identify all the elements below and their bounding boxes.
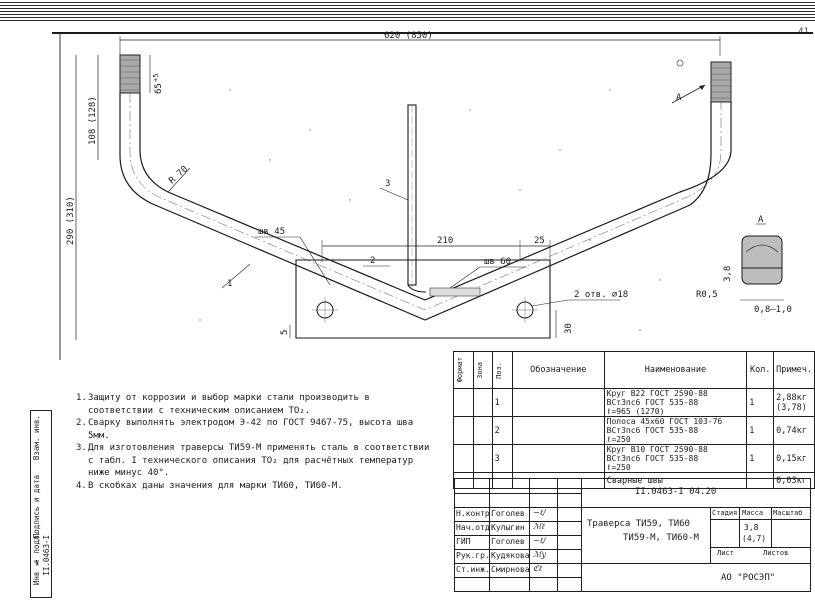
position-label-2: 2: [370, 256, 375, 266]
signature: ~ℓ/: [533, 536, 546, 545]
signature: ~ℓ/: [533, 508, 546, 517]
spec-qty: 1: [746, 388, 775, 417]
sidebar-value: II.0463-I: [42, 535, 51, 576]
tb-role: Н.контр.: [456, 509, 495, 518]
mass-label: Масса: [742, 509, 764, 517]
technical-notes: 1.Защиту от коррозии и выбор марки стали…: [76, 392, 432, 492]
weld-callout-60: шв 60: [484, 257, 511, 267]
rod-outer-outline: [119, 93, 712, 321]
dim-section-height: 3,8: [723, 266, 733, 282]
sidebar-label: Инв № подл.: [32, 531, 41, 586]
spec-header-row: Формат Зона Поз. Обозначение Наименовани…: [452, 351, 815, 389]
dim-height-total: 290 (310): [66, 196, 76, 245]
dim-plate-length: 210: [437, 236, 453, 246]
dim-radius: R 70: [167, 164, 190, 186]
spec-note: 0,15кг: [773, 444, 815, 473]
spec-qty: 1: [746, 416, 775, 445]
signature: ℭℓ: [533, 564, 542, 573]
spec-qty: 1: [746, 444, 775, 473]
tb-role: Рук.гр.: [456, 551, 490, 560]
mass-alt-value: (4,7): [742, 534, 767, 543]
tb-name: Кудякова: [491, 551, 530, 560]
plate-pos2: [295, 259, 551, 339]
tb-name: Кулыгин: [491, 523, 525, 532]
thread-hatch-right: [711, 67, 731, 99]
mass-value: 3,8: [744, 523, 759, 532]
doc-title-line2: ТИ59-М, ТИ60-М: [623, 533, 699, 543]
spec-welds-name: Сварные швы: [603, 472, 748, 489]
dim-thread-length: 65: [154, 83, 164, 94]
sheet-label: Лист: [717, 549, 734, 557]
spec-col-name: Наименование: [603, 351, 748, 389]
spec-col-designation: Обозначение: [511, 351, 605, 389]
spec-col-note: Примеч.: [773, 351, 815, 389]
sidebar-label: Подпись и дата: [32, 475, 41, 539]
note-item: 2.Сварку выполнять электродом Э-42 по ГО…: [76, 418, 414, 441]
tb-name: Гоголев: [491, 509, 525, 518]
scan-noise: [199, 89, 661, 331]
spec-col-zone: Зона: [473, 351, 493, 389]
scale-label: Масштаб: [773, 509, 803, 517]
position-label-1: 1: [227, 279, 232, 289]
note-item: 3.Для изготовления траверсы ТИ59-М приме…: [76, 443, 430, 478]
spec-note: 2,88кг (3,78): [773, 388, 815, 417]
spec-col-pos: Поз.: [491, 351, 513, 389]
dim-section-radius: R0,5: [696, 290, 718, 300]
spec-pos: 1: [491, 388, 513, 417]
spec-col-qty: Кол.: [746, 351, 775, 389]
tb-role: Нач.отд.: [456, 523, 495, 532]
spec-note: 0,74кг: [773, 416, 815, 445]
note-item: 1.Защиту от коррозии и выбор марки стали…: [76, 393, 370, 416]
spec-col-format: Формат: [452, 351, 475, 389]
position-label-3: 3: [385, 179, 390, 189]
dim-overall-width: 620 (850): [384, 31, 433, 41]
doc-title-line1: Траверса ТИ59, ТИ60: [587, 519, 690, 529]
table-row: Сварные швы 0,03кг: [452, 472, 815, 489]
dim-section-thickness: 0,8–1,0: [754, 305, 792, 315]
sheets-label: Листов: [763, 549, 789, 557]
tb-name: Гоголев: [491, 537, 525, 546]
binding-sidebar: Взам. инв. Подпись и дата Инв № подл. II…: [30, 410, 52, 598]
dim-holes: 2 отв. ⌀18: [574, 290, 628, 300]
doc-code: II.0463-I 04.20: [635, 487, 717, 497]
title-block: II.0463-I 04.20 Н.контр. Гоголев Нач.отд…: [454, 478, 811, 592]
dim-plate-offset: 25: [534, 236, 545, 246]
dim-thread-tolerance: +5: [152, 74, 160, 82]
spec-welds-note: 0,03кг: [773, 472, 815, 489]
section-a-profile: [740, 235, 784, 301]
specification-table: Формат Зона Поз. Обозначение Наименовани…: [452, 351, 815, 489]
tb-name: Смирнова: [491, 565, 530, 574]
rod-inner-outline: [139, 93, 732, 301]
dim-plate-height: 30: [564, 323, 574, 334]
signature: ℳy: [533, 550, 547, 559]
thread-left: [119, 54, 141, 94]
stage-label: Стадия: [712, 509, 738, 517]
weld-callout-45: шв 45: [258, 227, 285, 237]
view-marker-a: А: [676, 93, 682, 103]
dim-plate-gap: 5: [280, 330, 290, 335]
signature: ℳℓ: [533, 522, 545, 531]
tb-role: ГИП: [456, 537, 471, 546]
organization: АО "РОСЭП": [721, 573, 776, 583]
tb-role: Ст.инж.: [456, 565, 490, 574]
spec-pos: 2: [491, 416, 513, 445]
rod-centerline: [129, 93, 722, 311]
note-item: 4.В скобках даны значения для марки ТИ60…: [76, 480, 343, 491]
spec-pos: 3: [491, 444, 513, 473]
sidebar-label: Взам. инв.: [32, 415, 41, 461]
weld-mark: [429, 287, 481, 297]
dim-end-height: 108 (128): [88, 96, 98, 145]
section-title-a: А: [758, 215, 764, 225]
thread-hatch-left: [120, 59, 140, 91]
